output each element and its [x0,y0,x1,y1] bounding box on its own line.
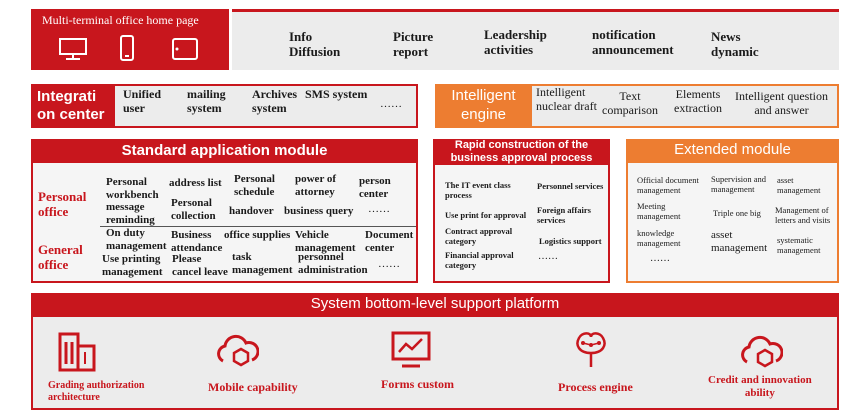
rapid-item: Financial approval category [445,250,514,270]
general-office-item: Vehicle management [295,229,356,254]
extended-item: Official document management [637,175,699,195]
extended-module-header [626,139,839,163]
rapid-item: Use print for approval [445,210,527,220]
rapid-item: Logistics support [539,236,602,246]
nav-item-leadership-activities[interactable]: Leadership activities [484,27,547,57]
integration-item: …… [380,98,402,110]
office-divider [100,226,416,227]
cloud-icon [739,334,783,368]
intelligent-engine-title: Intelligent engine [451,87,516,123]
extended-item: systematic management [777,235,821,255]
integration-item: Archives system [252,87,298,115]
intelligent-item: Text comparison [602,89,658,117]
support-platform-header [31,293,839,317]
personal-office-item: …… [368,203,390,215]
extended-item: …… [650,253,670,264]
integration-item: SMS system [305,87,368,101]
general-office-label: General office [38,242,83,272]
personal-office-item: power of attorney [295,173,337,198]
extended-module-title: Extended module [674,141,791,158]
extended-item: Triple one big [713,208,761,218]
brain-process-icon [571,329,611,371]
support-item-label: Process engine [558,380,633,394]
integration-item: Unified user [123,87,162,115]
intelligent-item: Intelligent nuclear draft [536,85,597,113]
mobile-phone-icon [119,34,135,62]
extended-item: Supervision and management [711,174,767,194]
personal-office-item: person center [359,175,391,200]
personal-office-item: Personal schedule [234,173,275,198]
integration-center-panel [31,84,115,128]
general-office-item: …… [378,258,400,270]
standard-module-header [31,139,418,163]
integration-center-title: Integrati on center [37,88,105,123]
nav-item-picture-report[interactable]: Picture report [393,29,434,59]
extended-item: asset management [777,175,821,195]
support-item-label: Credit and innovation ability [708,374,812,399]
intelligent-engine-panel [435,84,532,128]
support-item-label: Grading authorization architecture [48,380,145,403]
general-office-item: Use printing management [102,253,163,278]
nav-item-notification-announcement[interactable]: notification announcement [592,27,674,57]
rapid-item: The IT event class process [445,180,511,200]
personal-office-item: business query [284,205,354,217]
nav-item-news-dynamic[interactable]: News dynamic [711,29,759,59]
support-item-label: Forms custom [381,377,454,391]
support-platform-title: System bottom-level support platform [310,295,560,312]
integration-items-panel [115,84,418,128]
general-office-item: task management [232,251,293,276]
chart-form-icon [390,330,432,370]
general-office-item: On duty management [106,227,167,252]
building-icon [57,330,97,374]
standard-module-title: Standard application module [121,142,328,159]
extended-item: asset management [711,229,768,254]
home-nav-bar [232,9,839,70]
standard-module-frame [31,139,418,283]
rapid-construction-header [433,139,610,165]
extended-item: Management of letters and visits [775,205,831,225]
rapid-item: Foreign affairs services [537,205,591,225]
cloud-icon [215,333,259,367]
intelligent-item: Elements extraction [674,87,722,115]
extended-module-frame [626,139,839,283]
rapid-item: Contract approval category [445,226,513,246]
general-office-item: office supplies [224,229,291,241]
personal-office-item: address list [169,177,222,189]
extended-item: knowledge management [637,228,681,248]
general-office-item: personnel administration [298,251,368,276]
rapid-item: …… [538,251,558,262]
general-office-item: Business attendance [171,229,223,254]
personal-office-item: handover [229,205,274,217]
personal-office-item: Personal collection [171,197,216,222]
extended-item: Meeting management [637,201,681,221]
general-office-item: Document center [365,229,414,254]
intelligent-items-panel [532,84,839,128]
desktop-icon [58,37,88,61]
rapid-construction-title: Rapid construction of the business appro… [450,139,593,164]
support-item-label: Mobile capability [208,380,298,394]
integration-item: mailing system [187,87,226,115]
tablet-icon [171,37,199,61]
personal-office-label: Personal office [38,189,87,219]
rapid-item: Personnel services [537,181,604,191]
personal-office-item: Personal workbench message reminding [106,176,159,226]
home-page-title: Multi-terminal office home page [42,13,199,27]
general-office-item: Please cancel leave [172,253,228,278]
intelligent-item: Intelligent question and answer [735,89,828,117]
nav-item-info-diffusion[interactable]: Info Diffusion [289,29,341,59]
